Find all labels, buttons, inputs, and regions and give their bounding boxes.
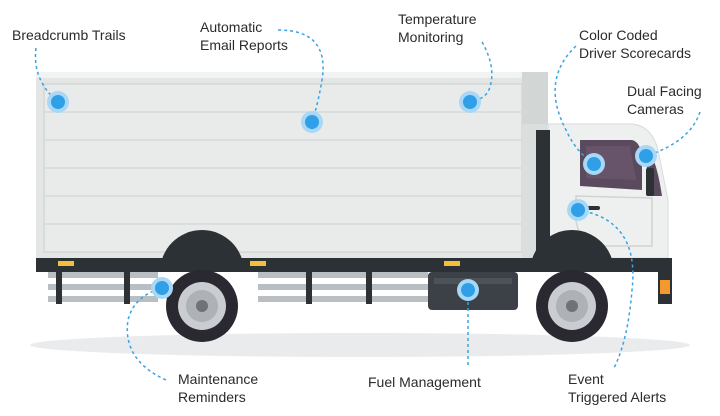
label-fuel-management: Fuel Management [368, 374, 481, 390]
marker-event[interactable] [567, 199, 589, 221]
marker-scorecards[interactable] [583, 153, 605, 175]
label-breadcrumb-trails: Breadcrumb Trails [12, 27, 126, 43]
rear-wheel [160, 230, 244, 342]
marker-temperature[interactable] [459, 91, 481, 113]
ground-shadow [30, 333, 690, 357]
front-wheel [530, 230, 614, 342]
marker-maintenance[interactable] [151, 277, 173, 299]
connector-maintenance [126, 287, 167, 381]
connector-event [577, 209, 634, 369]
marker-breadcrumb[interactable] [47, 91, 69, 113]
label-dual-facing-cameras: Dual Facing Cameras [627, 83, 702, 117]
label-automatic-email-reports: Automatic Email Reports [200, 19, 288, 53]
label-temperature-monitoring: Temperature Monitoring [398, 11, 477, 45]
connector-email [277, 29, 324, 123]
marker-email[interactable] [301, 111, 323, 133]
connector-cameras [645, 111, 701, 157]
marker-cameras[interactable] [635, 145, 657, 167]
connector-scorecards [554, 45, 595, 165]
marker-fuel[interactable] [457, 279, 479, 301]
feature-markers [47, 91, 657, 301]
label-driver-scorecards: Color Coded Driver Scorecards [579, 27, 692, 61]
label-event-triggered-alerts: Event Triggered Alerts [568, 371, 667, 405]
label-maintenance-reminders: Maintenance Reminders [178, 371, 259, 405]
